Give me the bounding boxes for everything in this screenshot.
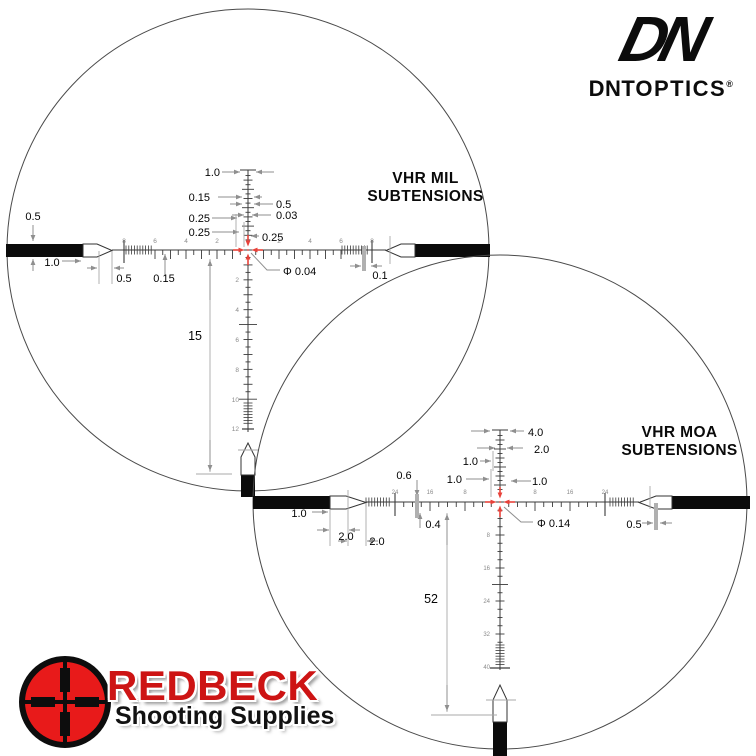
moa-dim-label-8: 2.0 <box>338 531 353 543</box>
mil-h-scale-label: 2 <box>215 238 219 245</box>
redbeck-logo-name: REDBECK <box>107 662 319 709</box>
mil-h-scale-label: 8 <box>122 238 126 245</box>
mil-h-scale-label: 8 <box>370 238 374 245</box>
dnt-logo-mark: DN <box>612 3 710 75</box>
moa-h-scale-label: 8 <box>533 490 537 496</box>
mil-title-line2: SUBTENSIONS <box>367 188 484 205</box>
moa-v-scale-label: 24 <box>483 599 490 605</box>
mil-dim-label-3: 0.03 <box>276 210 297 222</box>
mil-v-scale-label: 2 <box>235 277 239 284</box>
moa-v-scale-label: 32 <box>483 632 490 638</box>
dnt-logo-wordmark: DNTOPTICS® <box>566 76 756 102</box>
mil-dim-label-13: 15 <box>188 329 202 343</box>
mil-dim-label-5: 0.25 <box>189 227 210 239</box>
dnt-optics-logo: DN DNTOPTICS® <box>566 0 756 102</box>
mil-h-scale-label: 6 <box>339 238 343 245</box>
moa-dim-label-9: 2.0 <box>369 536 384 548</box>
mil-v-scale-label: 4 <box>235 307 239 314</box>
mil-title-line1: VHR MIL <box>392 170 459 187</box>
moa-title-line2: SUBTENSIONS <box>621 442 738 459</box>
moa-v-scale-label: 16 <box>483 566 490 572</box>
moa-dim-label-10: 0.5 <box>626 519 641 531</box>
dnt-logo-wordmark-bold: DNT <box>588 76 636 101</box>
moa-dim-label-5: 0.6 <box>396 470 411 482</box>
mil-dim-label-8: 1.0 <box>44 257 59 269</box>
moa-dim-label-4: 1.0 <box>532 476 547 488</box>
mil-h-scale-label: 6 <box>153 238 157 245</box>
dnt-logo-wordmark-light: OPTICS <box>635 76 727 101</box>
mil-title: VHR MIL SUBTENSIONS <box>328 170 523 206</box>
moa-dim-label-11: Φ 0.14 <box>537 518 570 530</box>
mil-h-scale-label: 2 <box>277 238 281 245</box>
redbeck-crosshair-icon <box>19 656 111 748</box>
mil-dim-label-1: 0.15 <box>189 192 210 204</box>
moa-dim-label-6: 0.4 <box>425 519 440 531</box>
moa-title: VHR MOA SUBTENSIONS <box>582 424 756 460</box>
mil-h-scale-label: 4 <box>308 238 312 245</box>
moa-h-scale-label: 8 <box>463 490 467 496</box>
redbeck-logo-tagline: Shooting Supplies <box>115 702 335 730</box>
moa-dim-label-7: 1.0 <box>291 508 306 520</box>
mil-dim-label-7: 0.5 <box>25 211 40 223</box>
moa-dim-label-0: 4.0 <box>528 427 543 439</box>
mil-dim-label-9: 0.5 <box>116 273 131 285</box>
moa-dim-label-2: 1.0 <box>463 456 478 468</box>
mil-v-scale-label: 12 <box>232 426 240 433</box>
moa-dim-label-12: 52 <box>424 592 438 606</box>
moa-v-scale-label: 8 <box>487 533 491 539</box>
mil-dim-label-6: 0.25 <box>262 232 283 244</box>
registered-trademark-symbol: ® <box>726 79 734 89</box>
moa-h-scale-label: 16 <box>427 490 434 496</box>
mil-dim-label-11: 0.1 <box>372 270 387 282</box>
mil-h-scale-label: 4 <box>184 238 188 245</box>
mil-dim-label-12: Φ 0.04 <box>283 266 316 278</box>
mil-v-scale-label: 10 <box>232 397 240 404</box>
moa-dim-label-1: 2.0 <box>534 444 549 456</box>
moa-dim-label-3: 1.0 <box>447 474 462 486</box>
moa-h-scale-label: 16 <box>567 490 574 496</box>
moa-h-scale-label: 24 <box>392 490 399 496</box>
moa-v-scale-label: 40 <box>483 665 490 671</box>
moa-title-line1: VHR MOA <box>641 424 718 441</box>
mil-v-scale-label: 6 <box>235 337 239 344</box>
mil-dim-label-0: 1.0 <box>205 167 220 179</box>
mil-dim-label-10: 0.15 <box>153 273 174 285</box>
moa-h-scale-label: 24 <box>602 490 609 496</box>
mil-dim-label-4: 0.25 <box>189 213 210 225</box>
mil-dim-label-2: 0.5 <box>276 199 291 211</box>
mil-v-scale-label: 8 <box>235 367 239 374</box>
